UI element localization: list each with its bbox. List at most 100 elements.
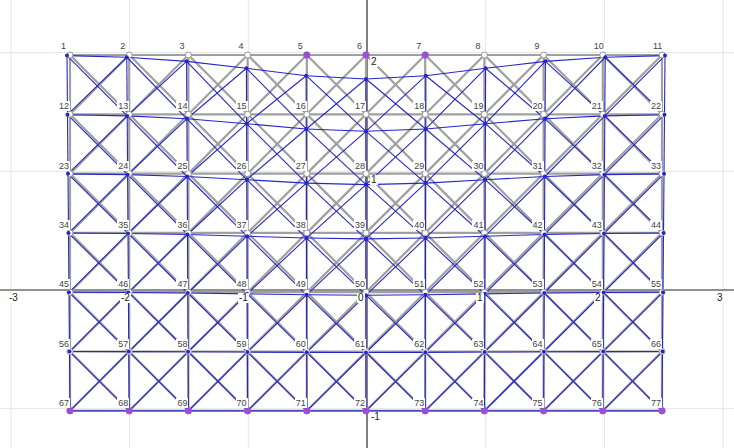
original-member	[70, 350, 129, 352]
node-dot	[481, 349, 487, 355]
deformed-member	[306, 76, 366, 132]
original-member	[544, 54, 603, 56]
deformed-node-dot	[65, 54, 69, 58]
deformed-member	[485, 234, 545, 236]
deformed-member	[68, 115, 128, 116]
original-member	[188, 54, 247, 56]
deformed-member	[307, 352, 366, 353]
original-member	[248, 352, 307, 411]
deformed-node-dot	[663, 54, 667, 58]
deformed-member	[70, 352, 130, 411]
deformed-truss	[67, 56, 665, 411]
deformed-member	[306, 183, 366, 185]
deformed-member	[188, 410, 247, 411]
original-member	[307, 232, 366, 234]
deformed-node-dot	[484, 66, 488, 70]
deformed-member	[187, 177, 247, 180]
deformed-member	[545, 233, 605, 234]
original-member	[544, 233, 603, 292]
deformed-member	[129, 352, 188, 411]
deformed-member	[187, 61, 247, 123]
original-member	[544, 114, 603, 173]
node-dot	[422, 52, 428, 58]
node-number: 71	[295, 398, 307, 408]
deformed-node-dot	[185, 59, 189, 63]
node-dot	[659, 230, 665, 236]
original-member	[366, 113, 425, 115]
deformed-member	[603, 352, 663, 411]
original-member	[248, 352, 307, 411]
original-member	[307, 292, 366, 351]
deformed-member	[247, 236, 307, 295]
original-member	[188, 233, 247, 292]
original-member	[603, 352, 662, 411]
original-member	[603, 292, 662, 351]
original-member	[70, 410, 129, 412]
original-member	[484, 174, 543, 233]
deformed-member	[128, 292, 187, 294]
original-member	[425, 55, 484, 114]
node-dot	[185, 111, 191, 117]
node-number: 67	[58, 398, 70, 408]
node-number: 33	[650, 161, 662, 171]
deformed-node-dot	[364, 77, 368, 81]
original-member	[484, 410, 543, 412]
node-number: 13	[117, 101, 129, 111]
node-dot	[126, 171, 132, 177]
node-number: 76	[591, 398, 603, 408]
original-member	[248, 292, 307, 351]
node-dot	[422, 171, 428, 177]
deformed-member	[188, 180, 247, 235]
node-number: 50	[354, 279, 366, 289]
original-member	[248, 350, 307, 352]
node-dot	[659, 349, 665, 355]
original-member	[129, 233, 188, 292]
node-number: 54	[591, 279, 603, 289]
node-number: 29	[413, 161, 425, 171]
deformed-node-dot	[662, 172, 666, 176]
deformed-member	[366, 183, 426, 239]
deformed-node-dot	[127, 350, 131, 354]
deformed-member	[67, 56, 127, 58]
node-dot	[67, 408, 73, 414]
deformed-node-dot	[364, 237, 368, 241]
original-member	[544, 292, 603, 351]
support-dot	[303, 52, 310, 59]
deformed-node-dot	[186, 350, 190, 354]
node-number: 32	[591, 161, 603, 171]
original-member	[248, 174, 307, 233]
node-dot	[185, 52, 191, 58]
deformed-member	[426, 68, 486, 75]
axis-tick-label: 1	[476, 293, 484, 303]
deformed-member	[69, 232, 129, 234]
deformed-member	[307, 353, 366, 411]
deformed-member	[545, 116, 605, 177]
original-member	[425, 174, 484, 233]
original-member	[129, 350, 188, 352]
node-dot	[541, 349, 547, 355]
original-member	[425, 233, 484, 292]
original-member	[484, 233, 543, 292]
deformed-member	[247, 236, 307, 238]
deformed-member	[544, 352, 603, 411]
original-member	[366, 232, 425, 234]
deformed-member	[486, 61, 546, 68]
deformed-member	[129, 410, 188, 411]
node-number: 27	[295, 161, 307, 171]
original-member	[484, 173, 543, 175]
original-member	[544, 410, 603, 412]
node-dot	[422, 230, 428, 236]
node-number: 72	[354, 398, 366, 408]
node-dot	[245, 111, 251, 117]
node-number: 62	[413, 339, 425, 349]
original-member	[603, 291, 662, 293]
node-number: 52	[472, 279, 484, 289]
node-number: 16	[295, 101, 307, 111]
node-number: 23	[58, 161, 70, 171]
deformed-member	[307, 410, 366, 411]
deformed-member	[545, 116, 605, 119]
deformed-node-dot	[543, 175, 547, 179]
original-member	[484, 352, 543, 411]
axis-tick-label: 2	[370, 57, 378, 67]
deformed-member	[603, 292, 604, 351]
